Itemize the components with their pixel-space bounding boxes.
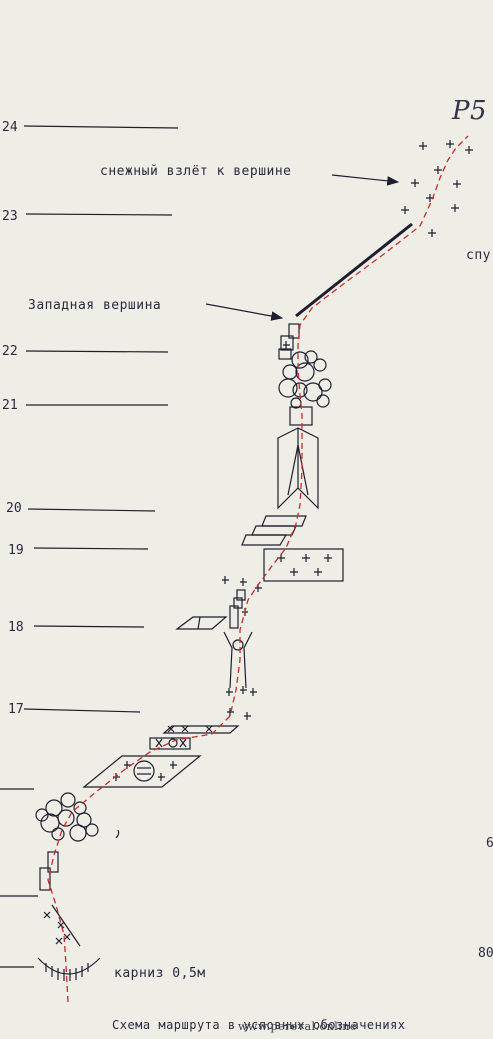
pitch-number-23: 23 <box>2 209 18 224</box>
pitch-number-19: 19 <box>8 543 24 558</box>
snow-rise-label: снежный взлёт к вершине <box>100 164 292 179</box>
snow-field-box <box>263 548 344 582</box>
summit-blocks <box>278 323 300 360</box>
right-edge-fragment: спу <box>466 248 491 263</box>
pitch-number-20: 20 <box>6 501 22 516</box>
pitch-number-17: 17 <box>8 702 24 717</box>
pitch-line-17 <box>23 708 141 713</box>
cornice-symbol <box>37 957 101 981</box>
west-summit-arrow <box>205 303 284 321</box>
pitch-line-22 <box>25 350 169 353</box>
pitch-number-21: 21 <box>2 398 18 413</box>
west-summit-label: Западная вершина <box>28 298 162 313</box>
lower-blocks <box>39 851 59 891</box>
snow-rise-arrow <box>331 174 400 186</box>
pitch-line-18 <box>33 625 145 628</box>
pitch-line-24 <box>23 125 179 129</box>
pitch-number-22: 22 <box>2 344 18 359</box>
pitch-number-24: 24 <box>2 120 18 135</box>
pitch-line-19 <box>33 547 149 550</box>
summit-ridge <box>295 222 413 318</box>
pitch-line-20 <box>27 508 156 512</box>
boulder-cluster-lower <box>35 792 120 842</box>
boulder-cluster-upper <box>278 341 332 409</box>
pitch-line-23 <box>25 213 173 216</box>
caption: Схема маршрута в условных обозначениях <box>112 1018 406 1032</box>
watermark: www.pereval.online <box>238 1020 357 1033</box>
stepped-ledges <box>241 515 307 546</box>
cornice-label: карниз 0,5м <box>114 966 206 981</box>
page-mark: Р5 <box>452 96 488 126</box>
snow-crosses-summit <box>401 140 473 237</box>
right-margin-digit: 80 <box>478 946 493 961</box>
ledge-17 <box>149 725 240 750</box>
mixed-terrain-18 <box>175 576 262 630</box>
pitch-lines <box>0 125 179 968</box>
pitch-number-18: 18 <box>8 620 24 635</box>
dihedral <box>277 427 319 510</box>
right-margin-digit: 6 <box>486 836 493 851</box>
lower-steep-section <box>43 904 81 947</box>
rock-block <box>289 406 313 426</box>
chimney-symbol <box>223 631 257 720</box>
route-line <box>47 135 469 1003</box>
snow-slope-parallelogram <box>82 755 202 788</box>
